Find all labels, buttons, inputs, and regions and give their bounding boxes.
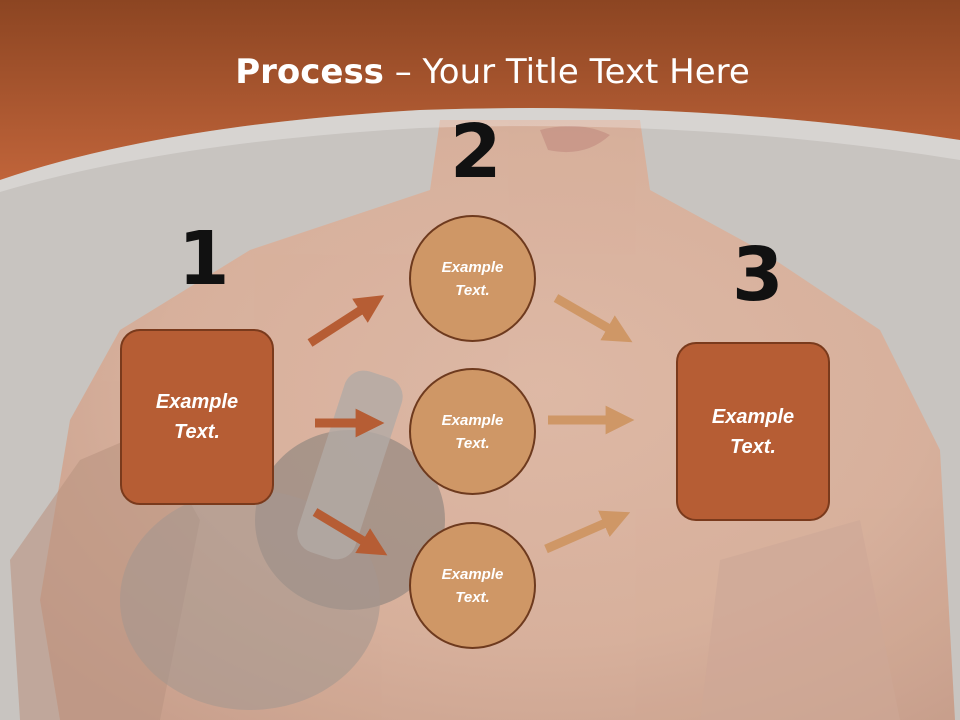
arrow-from-bottom [544, 510, 631, 554]
step-1-box[interactable]: Example Text. [120, 329, 274, 505]
title-rest: – Your Title Text Here [383, 52, 750, 92]
circle-middle-line-2: Text. [455, 434, 490, 452]
circle-bottom-line-1: Example [441, 565, 504, 583]
circle-top-line-1: Example [441, 258, 504, 276]
step-number-2: 2 [450, 109, 502, 195]
step-2-circle-middle[interactable]: Example Text. [409, 368, 536, 495]
step-3-line-2: Text. [730, 435, 776, 458]
circle-top-line-2: Text. [455, 281, 490, 299]
step-number-1: 1 [178, 216, 230, 302]
step-number-3: 3 [732, 232, 784, 318]
arrow-from-top [553, 294, 633, 343]
circle-bottom-line-2: Text. [455, 588, 490, 606]
step-2-circle-bottom[interactable]: Example Text. [409, 522, 536, 649]
title-bold: Process [235, 52, 384, 92]
step-3-line-1: Example [711, 405, 795, 428]
arrow-to-bottom [312, 508, 388, 556]
slide-title: Process – Your Title Text Here [0, 52, 960, 92]
arrow-to-top [307, 295, 385, 347]
circle-middle-line-1: Example [441, 411, 504, 429]
step-1-line-1: Example [155, 391, 239, 413]
step-3-box[interactable]: Example Text. [676, 342, 830, 521]
step-1-line-2: Text. [174, 421, 220, 443]
step-2-circle-top[interactable]: Example Text. [409, 215, 536, 342]
